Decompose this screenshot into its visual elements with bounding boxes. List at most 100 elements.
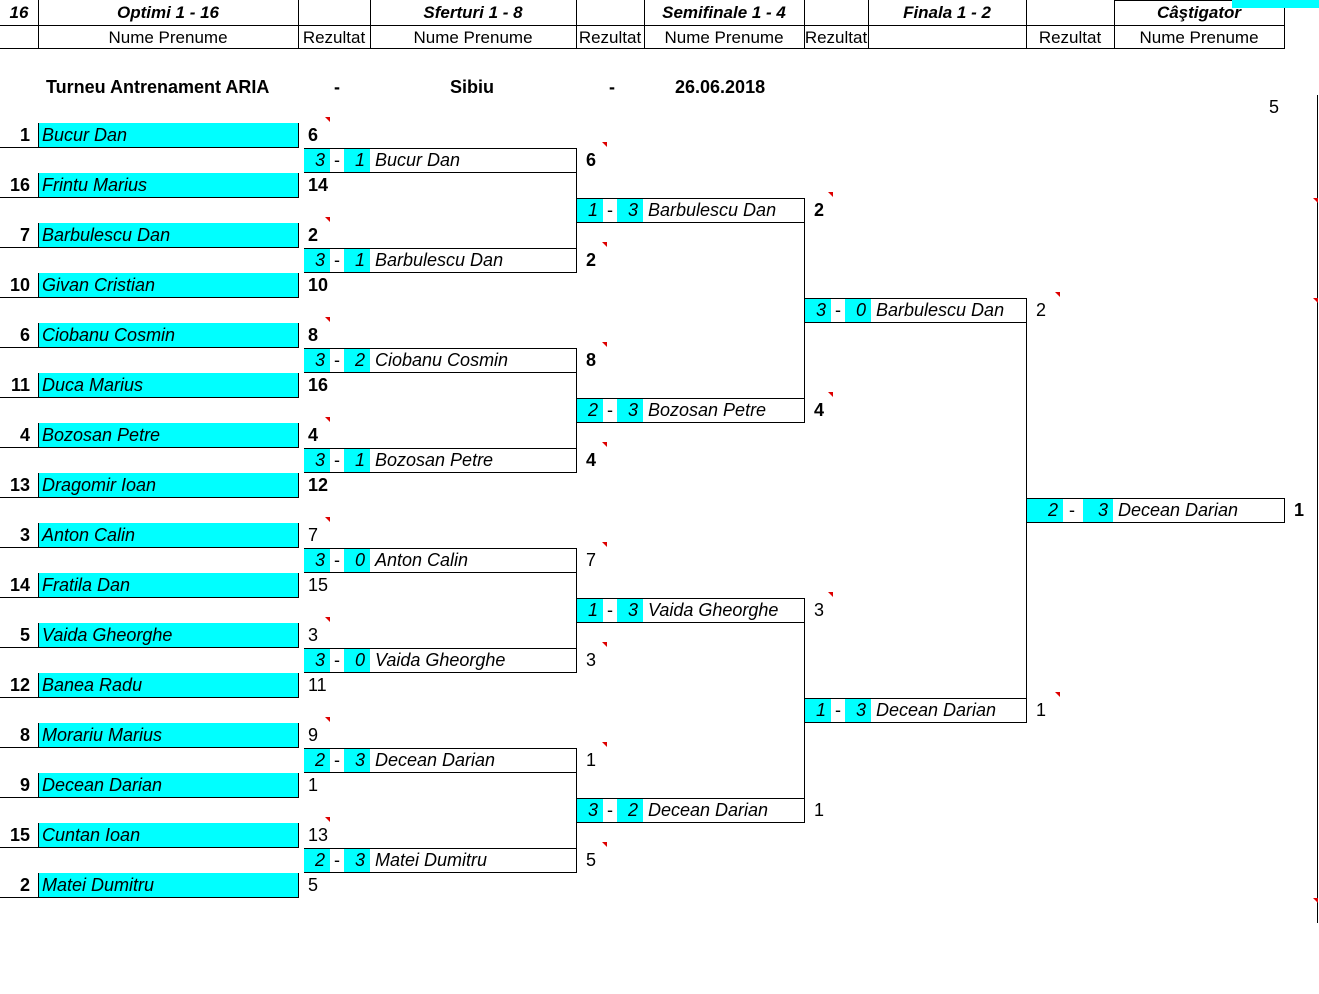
player-name: Anton Calin xyxy=(375,550,469,570)
player-name-8[interactable]: Anton Calin xyxy=(38,523,298,548)
cell-border xyxy=(577,798,804,799)
cell-border xyxy=(38,473,39,498)
comment-marker xyxy=(602,242,607,247)
player-name-15[interactable]: Matei Dumitru xyxy=(38,873,298,898)
score-right: 3 xyxy=(1083,498,1113,523)
bracket-line xyxy=(576,548,577,673)
cell-border xyxy=(0,547,298,548)
score-dash: - xyxy=(334,650,340,670)
seed-number: 5 xyxy=(19,625,30,645)
comment-marker xyxy=(1313,898,1318,903)
score-dash: - xyxy=(607,800,613,820)
cell-border xyxy=(304,348,576,349)
score-left: 3 xyxy=(304,148,330,173)
cell-border xyxy=(0,197,298,198)
player-name-6[interactable]: Bozosan Petre xyxy=(38,423,298,448)
header-column-label: Nume Prenume xyxy=(413,28,533,47)
cell-border xyxy=(38,323,39,348)
comment-marker xyxy=(1313,198,1318,203)
header-column-label: Nume Prenume xyxy=(1139,28,1259,47)
comment-marker xyxy=(325,517,330,522)
cell-border xyxy=(38,523,39,548)
score-left: 3 xyxy=(304,648,330,673)
cell-border xyxy=(298,273,299,298)
round16-result: 7 xyxy=(308,525,319,545)
quarter-result: 6 xyxy=(586,150,597,170)
comment-marker xyxy=(325,717,330,722)
cell-border xyxy=(805,698,1026,699)
cell-border xyxy=(298,423,299,448)
round16-result: 15 xyxy=(308,575,329,595)
score-left: 3 xyxy=(304,348,330,373)
final-result: 2 xyxy=(1036,300,1047,320)
score-right: 2 xyxy=(617,798,643,823)
player-name-14[interactable]: Cuntan Ioan xyxy=(38,823,298,848)
seed-number: 2 xyxy=(19,875,30,895)
cell-border xyxy=(304,748,576,749)
seed-number: 14 xyxy=(9,575,30,595)
header-divider xyxy=(576,0,577,49)
player-name: Bozosan Petre xyxy=(648,400,767,420)
player-name-0[interactable]: Bucur Dan xyxy=(38,123,298,148)
score-left: 3 xyxy=(304,248,330,273)
cell-border xyxy=(38,223,39,248)
bracket-line xyxy=(576,748,577,873)
cell-border xyxy=(304,772,576,773)
cell-border xyxy=(38,723,39,748)
player-name: Decean Darian xyxy=(876,700,997,720)
player-name-3[interactable]: Givan Cristian xyxy=(38,273,298,298)
score-left: 3 xyxy=(304,548,330,573)
player-name-1[interactable]: Frintu Marius xyxy=(38,173,298,198)
header-divider xyxy=(38,0,39,49)
score-left: 3 xyxy=(304,448,330,473)
cell-border xyxy=(304,272,576,273)
comment-marker xyxy=(602,642,607,647)
final-result: 1 xyxy=(1036,700,1047,720)
player-name-13[interactable]: Decean Darian xyxy=(38,773,298,798)
player-name-12[interactable]: Morariu Marius xyxy=(38,723,298,748)
player-name-5[interactable]: Duca Marius xyxy=(38,373,298,398)
seed-number: 9 xyxy=(19,775,30,795)
score-right: 3 xyxy=(617,198,643,223)
semi-result: 4 xyxy=(814,400,825,420)
cell-border xyxy=(304,548,576,549)
cell-border xyxy=(0,697,298,698)
seed-number: 12 xyxy=(9,675,30,695)
player-name-2[interactable]: Barbulescu Dan xyxy=(38,223,298,248)
round16-result: 3 xyxy=(308,625,319,645)
sheet-edge xyxy=(1317,95,1318,923)
player-name: Bucur Dan xyxy=(375,150,461,170)
round16-result: 13 xyxy=(308,825,329,845)
cell-border xyxy=(38,673,39,698)
comment-marker xyxy=(1055,692,1060,697)
score-right: 1 xyxy=(344,148,370,173)
score-left: 2 xyxy=(304,848,330,873)
cell-border xyxy=(38,823,39,848)
score-right: 1 xyxy=(344,248,370,273)
header-column-label: Nume Prenume xyxy=(664,28,784,47)
player-name-7[interactable]: Dragomir Ioan xyxy=(38,473,298,498)
cell-border xyxy=(1027,522,1284,523)
score-dash: - xyxy=(334,250,340,270)
quarter-result: 2 xyxy=(586,250,597,270)
cell-border xyxy=(0,797,298,798)
quarter-result: 7 xyxy=(586,550,597,570)
cell-border xyxy=(805,722,1026,723)
cell-border xyxy=(38,423,39,448)
player-name-9[interactable]: Fratila Dan xyxy=(38,573,298,598)
player-name-11[interactable]: Banea Radu xyxy=(38,673,298,698)
comment-marker xyxy=(602,342,607,347)
cell-border xyxy=(577,422,804,423)
header-column-label: Rezultat xyxy=(804,28,868,47)
score-dash: - xyxy=(334,150,340,170)
bracket-line xyxy=(576,148,577,273)
score-dash: - xyxy=(607,400,613,420)
cell-border xyxy=(577,598,804,599)
round16-result: 4 xyxy=(308,425,319,445)
cell-border xyxy=(1284,498,1285,523)
player-name-4[interactable]: Ciobanu Cosmin xyxy=(38,323,298,348)
player-name-10[interactable]: Vaida Gheorghe xyxy=(38,623,298,648)
comment-marker xyxy=(602,742,607,747)
player-name: Vaida Gheorghe xyxy=(375,650,506,670)
cell-border xyxy=(38,273,39,298)
